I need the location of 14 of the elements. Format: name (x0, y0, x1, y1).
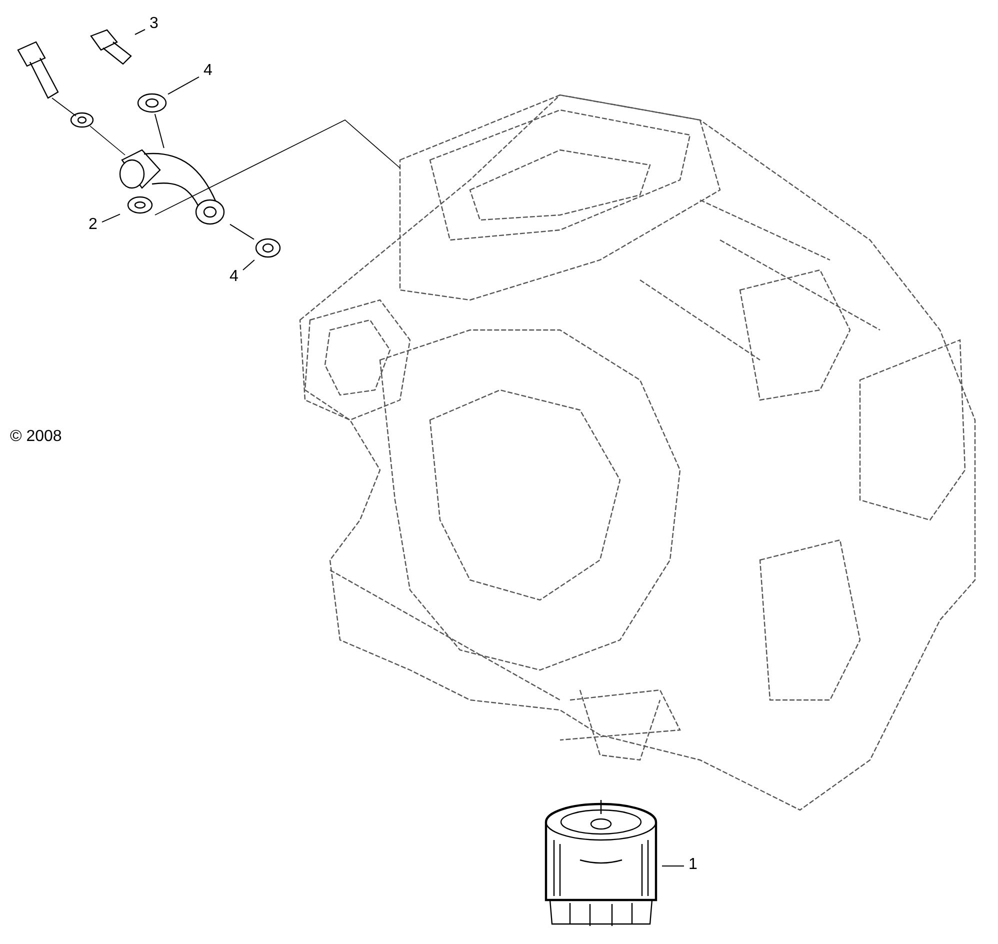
leader-line (242, 260, 255, 271)
callout-number: 3 (145, 15, 163, 35)
washer-drawing (254, 236, 282, 260)
washer-drawing (136, 92, 168, 114)
callout-number: 2 (84, 216, 102, 236)
copyright-note: © 2008 (10, 428, 62, 446)
callout-number: 4 (199, 62, 217, 82)
alignment-line (154, 114, 164, 148)
leader-line (168, 76, 200, 95)
callout-number: 1 (684, 856, 702, 876)
leader-line (134, 29, 146, 35)
callout-number: 4 (225, 268, 243, 288)
leader-line (102, 214, 120, 223)
alignment-line (230, 224, 254, 240)
